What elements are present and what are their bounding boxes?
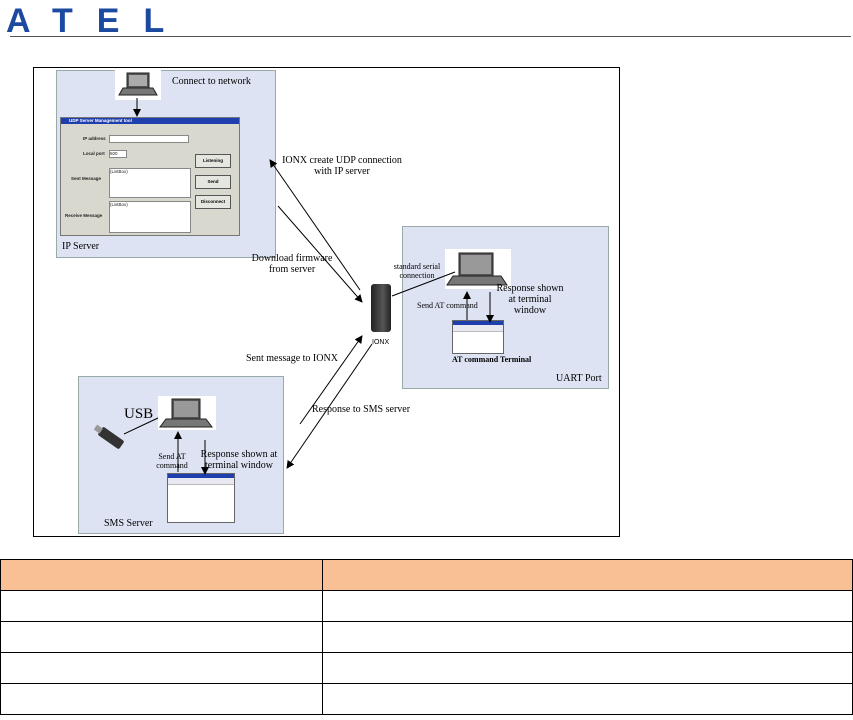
ip-server-label: IP Server <box>62 241 100 252</box>
table-cell <box>322 621 853 653</box>
sms-terminal-window <box>167 473 235 523</box>
create-udp-label: IONX create UDP connection with IP serve… <box>282 155 402 177</box>
response-sms-label: Response to SMS server <box>312 404 411 415</box>
at-terminal-label: AT command Terminal <box>452 355 532 364</box>
table-row <box>0 621 853 653</box>
udp-server-window: UDP Server Management tool IP address Lo… <box>60 117 240 236</box>
standard-serial-label: standard serial connection <box>393 262 441 280</box>
sms-server-label: SMS Server <box>104 518 153 529</box>
header-rule <box>10 36 851 37</box>
uart-port-label: UART Port <box>556 373 602 384</box>
ip-laptop <box>115 70 161 100</box>
uart-response-label: Response shown at terminal window <box>496 283 564 316</box>
table-cell <box>0 621 323 653</box>
table-cell <box>322 652 853 684</box>
sent-message-listbox: (ListBox) <box>109 168 191 198</box>
table-cell <box>322 683 853 715</box>
table-header-cell <box>0 559 323 591</box>
send-button: Send <box>195 175 231 189</box>
ionx-label: IONX <box>372 339 390 346</box>
listening-button: Listening <box>195 154 231 168</box>
uart-send-at-label: Send AT command <box>417 301 478 310</box>
table-cell <box>0 590 323 622</box>
table-row <box>0 652 853 684</box>
uart-laptop <box>445 249 511 289</box>
download-firmware-label: Download firmware from server <box>251 253 333 275</box>
sms-response-label: Response shown at terminal window <box>200 449 278 471</box>
udp-window-titlebar <box>61 118 239 124</box>
table-header-cell <box>322 559 853 591</box>
diagram-frame <box>33 67 620 537</box>
ip-address-label: IP address <box>83 136 106 141</box>
table-cell <box>0 683 323 715</box>
ip-address-field <box>109 135 189 143</box>
sms-send-at-label: Send AT command <box>156 452 188 470</box>
table-row <box>0 590 853 622</box>
table-header-row <box>0 559 853 591</box>
disconnect-button: Disconnect <box>195 195 231 209</box>
local-port-field: 600 <box>109 150 127 158</box>
connect-to-network-label: Connect to network <box>172 76 251 87</box>
usb-label: USB <box>124 406 154 422</box>
atel-logo: ATEL <box>6 2 189 40</box>
udp-window-title: UDP Server Management tool <box>69 118 132 123</box>
ionx-device <box>371 284 391 332</box>
sent-message-ionx-label: Sent message to IONX <box>246 353 338 364</box>
table-cell <box>0 652 323 684</box>
laptop-icon <box>118 72 158 96</box>
uart-terminal-window <box>452 320 504 354</box>
table-cell <box>322 590 853 622</box>
sms-laptop <box>158 396 216 430</box>
receive-message-label: Receive Message <box>65 213 103 218</box>
laptop-icon <box>446 252 508 286</box>
laptop-icon <box>159 398 213 428</box>
receive-message-listbox: (ListBox) <box>109 201 191 233</box>
sent-message-label: Sent Message <box>71 176 102 181</box>
table-row <box>0 683 853 715</box>
local-port-label: Local port <box>83 151 105 156</box>
spec-table <box>0 559 853 715</box>
